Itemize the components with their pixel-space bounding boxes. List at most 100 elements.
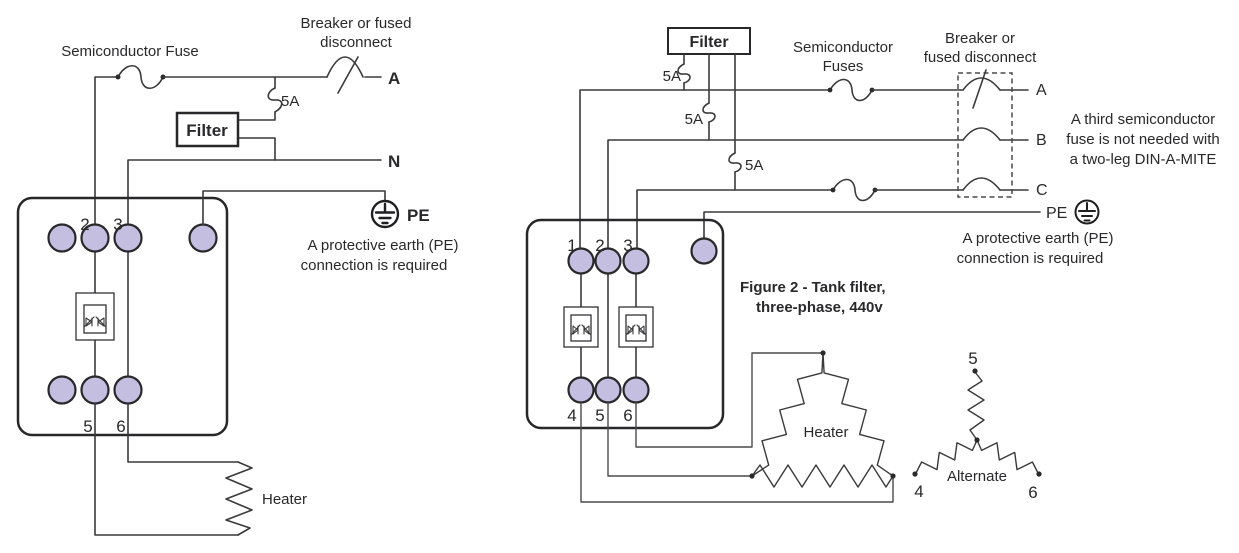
alternate-label: Alternate xyxy=(947,468,1007,485)
terminal-circle xyxy=(47,223,77,253)
breaker-pole-b-icon xyxy=(962,127,1001,141)
terminal-2 xyxy=(594,247,622,275)
terminal-circle xyxy=(47,375,77,405)
neutral-label: N xyxy=(388,152,400,171)
breaker-label-line1: Breaker or xyxy=(945,30,1015,47)
terminal-pe xyxy=(690,237,718,265)
semiconductor-fuse-icon xyxy=(832,178,876,202)
junction-dot xyxy=(827,87,833,93)
phase-a-label: A xyxy=(388,69,400,88)
terminal-3-label: 3 xyxy=(113,215,122,234)
pe-label: PE xyxy=(1046,205,1067,222)
wye-terminal-4-label: 4 xyxy=(914,482,923,501)
left-diagram: Filter 2 3 5 6 xyxy=(16,15,459,536)
semiconductor-fuse-icon xyxy=(829,78,873,102)
phase-c-label: C xyxy=(1036,182,1048,199)
scr-thyristor-icon xyxy=(570,324,592,336)
terminal-2-label: 2 xyxy=(80,215,89,234)
terminal-1-label: 1 xyxy=(567,236,576,255)
terminal-6 xyxy=(113,375,143,405)
scr-thyristor-icon xyxy=(625,324,647,336)
scr-thyristor-icon xyxy=(83,316,107,328)
controller-body xyxy=(525,218,725,430)
scr-inner-box xyxy=(625,314,647,342)
wire-phase-b xyxy=(607,139,1029,250)
heater-wye-icon xyxy=(912,368,1042,477)
wye-terminal-5-label: 5 xyxy=(968,349,977,368)
fuse-rating-1: 5A xyxy=(663,68,681,85)
wire-neutral xyxy=(127,159,382,226)
protective-earth-icon xyxy=(1074,199,1100,225)
terminal-pe xyxy=(188,223,218,253)
semiconductor-fuses-line1: Semiconductor xyxy=(793,39,893,56)
breaker-label-line2: disconnect xyxy=(320,34,393,51)
wye-terminal-6-label: 6 xyxy=(1028,483,1037,502)
terminal-1 xyxy=(567,247,595,275)
protective-earth-icon xyxy=(370,199,400,229)
wire-pe xyxy=(202,190,386,226)
fuse-rating-label: 5A xyxy=(281,93,299,110)
breaker-blade-icon xyxy=(337,56,359,94)
figure-caption-line1: Figure 2 - Tank filter, xyxy=(740,279,886,296)
pe-note-line2: connection is required xyxy=(301,257,448,274)
pe-label: PE xyxy=(407,206,430,225)
control-fuse-icon xyxy=(702,102,716,123)
wire-phase-c xyxy=(636,189,834,251)
terminal-5 xyxy=(594,376,622,404)
semiconductor-fuse-label: Semiconductor Fuse xyxy=(61,43,199,60)
terminal-5-label: 5 xyxy=(83,417,92,436)
breaker-pole-a-icon xyxy=(962,77,1001,91)
wire-phase-a xyxy=(579,89,831,250)
heater-label: Heater xyxy=(262,491,307,508)
pe-note-line1: A protective earth (PE) xyxy=(308,237,459,254)
control-fuse-icon xyxy=(728,152,742,173)
scr-inner-box xyxy=(570,314,592,342)
phase-b-label: B xyxy=(1036,132,1047,149)
third-fuse-note-line2: fuse is not needed with xyxy=(1066,131,1219,148)
wire-filter-bottom xyxy=(237,137,276,161)
terminal-4-label: 4 xyxy=(567,406,576,425)
filter-label: Filter xyxy=(689,34,728,51)
terminal-6-label: 6 xyxy=(116,417,125,436)
breaker-pole-c-icon xyxy=(962,177,1001,191)
filter-label: Filter xyxy=(186,121,228,140)
right-diagram: Filter 5A 5A 5A xyxy=(525,27,1220,503)
figure-caption-line2: three-phase, 440v xyxy=(756,299,883,316)
wire-term6-heater xyxy=(635,352,822,448)
wire-term4-heater xyxy=(580,402,894,503)
breaker-label-line1: Breaker or fused xyxy=(301,15,412,32)
wire-term5-heater xyxy=(94,402,239,536)
junction-dot xyxy=(830,187,836,193)
filter-box xyxy=(175,111,240,148)
wire-term6-heater xyxy=(127,402,239,463)
terminal-3-label: 3 xyxy=(623,236,632,255)
breaker-blade-icon xyxy=(972,69,987,109)
fuse-rating-3: 5A xyxy=(745,157,763,174)
wire-phase-a-left xyxy=(94,76,119,226)
control-fuse-icon xyxy=(267,87,283,113)
terminal-3 xyxy=(113,223,143,253)
heater-label: Heater xyxy=(803,424,848,441)
terminal-4 xyxy=(567,376,595,404)
fuse-rating-2: 5A xyxy=(685,111,703,128)
breaker-icon xyxy=(326,56,364,78)
phase-a-label: A xyxy=(1036,82,1047,99)
junction-dot xyxy=(115,74,121,80)
terminal-5 xyxy=(80,375,110,405)
terminal-6 xyxy=(622,376,650,404)
control-fuse-icon xyxy=(677,63,691,84)
scr-inner-box xyxy=(83,304,107,334)
third-fuse-note-line1: A third semiconductor xyxy=(1071,111,1215,128)
pe-note-line1: A protective earth (PE) xyxy=(963,230,1114,247)
terminal-2 xyxy=(80,223,110,253)
semiconductor-fuse-icon xyxy=(117,64,164,90)
terminal-3 xyxy=(622,247,650,275)
breaker-label-line2: fused disconnect xyxy=(924,49,1037,66)
wire-filter-top xyxy=(237,111,276,121)
heater-delta-icon xyxy=(749,350,896,488)
third-fuse-note-line3: a two-leg DIN-A-MITE xyxy=(1070,151,1217,168)
controller-body xyxy=(16,196,229,437)
wire-pe xyxy=(703,211,1041,240)
